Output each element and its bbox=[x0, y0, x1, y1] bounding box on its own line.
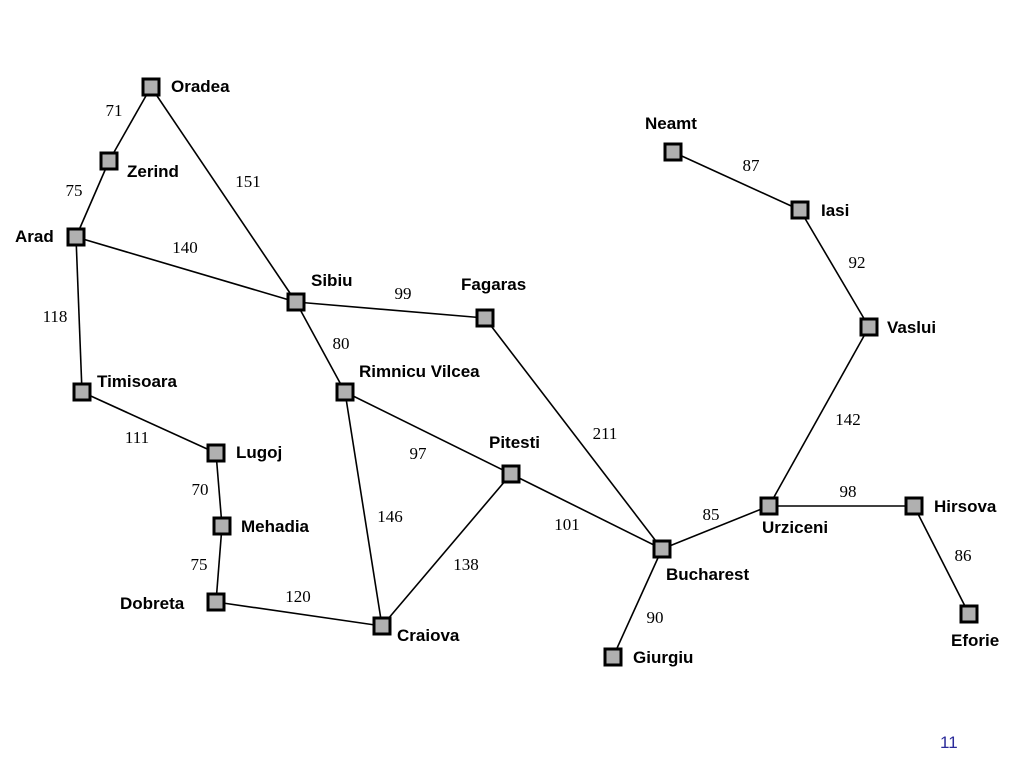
city-node-hirsova bbox=[904, 496, 924, 516]
city-label-sibiu: Sibiu bbox=[311, 271, 353, 290]
city-label-fagaras: Fagaras bbox=[461, 275, 526, 294]
road-hirsova-eforie bbox=[913, 505, 970, 615]
road-lugoj-mehadia bbox=[215, 452, 223, 527]
city-node-craiova bbox=[372, 616, 392, 636]
city-label-vaslui: Vaslui bbox=[887, 318, 936, 337]
road-arad-timisoara bbox=[75, 236, 83, 393]
city-node-giurgiu bbox=[603, 647, 623, 667]
distance-label-lugoj-mehadia: 70 bbox=[192, 480, 209, 499]
distance-label-urziceni-hirsova: 98 bbox=[840, 482, 857, 501]
distance-label-oradea-sibiu: 151 bbox=[235, 172, 261, 191]
road-bucharest-giurgiu bbox=[612, 548, 663, 658]
roads-layer bbox=[75, 86, 970, 658]
road-vaslui-iasi bbox=[799, 209, 870, 328]
distance-label-timisoara-lugoj: 111 bbox=[125, 428, 149, 447]
road-mehadia-dobreta bbox=[215, 525, 223, 603]
city-label-mehadia: Mehadia bbox=[241, 517, 310, 536]
city-label-dobreta: Dobreta bbox=[120, 594, 185, 613]
city-label-pitesti: Pitesti bbox=[489, 433, 540, 452]
road-zerind-arad bbox=[75, 160, 110, 238]
distance-label-hirsova-eforie: 86 bbox=[955, 546, 972, 565]
road-dobreta-craiova bbox=[215, 601, 383, 627]
city-node-rimnicu bbox=[335, 382, 355, 402]
city-node-dobreta bbox=[206, 592, 226, 612]
distance-label-zerind-arad: 75 bbox=[66, 181, 83, 200]
city-label-rimnicu: Rimnicu Vilcea bbox=[359, 362, 480, 381]
road-rimnicu-pitesti bbox=[344, 391, 512, 475]
road-arad-sibiu bbox=[75, 236, 297, 303]
city-label-craiova: Craiova bbox=[397, 626, 460, 645]
distance-label-arad-sibiu: 140 bbox=[172, 238, 198, 257]
road-pitesti-bucharest bbox=[510, 473, 663, 550]
city-label-iasi: Iasi bbox=[821, 201, 849, 220]
road-sibiu-fagaras bbox=[295, 301, 486, 319]
distance-label-bucharest-giurgiu: 90 bbox=[647, 608, 664, 627]
distance-label-vaslui-iasi: 92 bbox=[849, 253, 866, 272]
city-label-eforie: Eforie bbox=[951, 631, 999, 650]
road-fagaras-bucharest bbox=[484, 317, 663, 550]
city-nodes-layer bbox=[66, 77, 979, 667]
city-label-bucharest: Bucharest bbox=[666, 565, 749, 584]
city-node-eforie bbox=[959, 604, 979, 624]
city-node-oradea bbox=[141, 77, 161, 97]
city-label-oradea: Oradea bbox=[171, 77, 230, 96]
page-number: 11 bbox=[940, 733, 958, 752]
city-node-vaslui bbox=[859, 317, 879, 337]
city-node-timisoara bbox=[72, 382, 92, 402]
city-label-lugoj: Lugoj bbox=[236, 443, 282, 462]
distance-label-arad-timisoara: 118 bbox=[43, 307, 68, 326]
city-node-neamt bbox=[663, 142, 683, 162]
distance-label-dobreta-craiova: 120 bbox=[285, 587, 311, 606]
distance-label-bucharest-urziceni: 85 bbox=[703, 505, 720, 524]
city-label-hirsova: Hirsova bbox=[934, 497, 997, 516]
distance-label-craiova-pitesti: 138 bbox=[453, 555, 479, 574]
city-node-zerind bbox=[99, 151, 119, 171]
city-node-fagaras bbox=[475, 308, 495, 328]
city-node-iasi bbox=[790, 200, 810, 220]
city-label-timisoara: Timisoara bbox=[97, 372, 178, 391]
distance-label-pitesti-bucharest: 101 bbox=[554, 515, 580, 534]
road-oradea-sibiu bbox=[150, 86, 297, 303]
city-label-neamt: Neamt bbox=[645, 114, 697, 133]
distance-label-sibiu-fagaras: 99 bbox=[395, 284, 412, 303]
road-sibiu-rimnicu bbox=[295, 301, 346, 393]
road-craiova-pitesti bbox=[381, 473, 512, 627]
city-node-lugoj bbox=[206, 443, 226, 463]
distance-label-mehadia-dobreta: 75 bbox=[191, 555, 208, 574]
city-labels-layer: OradeaZerindAradTimisoaraLugojMehadiaDob… bbox=[15, 77, 999, 667]
road-rimnicu-craiova bbox=[344, 391, 383, 627]
city-node-bucharest bbox=[652, 539, 672, 559]
city-label-arad: Arad bbox=[15, 227, 54, 246]
distance-label-fagaras-bucharest: 211 bbox=[593, 424, 618, 443]
distance-labels-layer: 71 75 151 140 118 111 70 75 120 99 80 97 146 138 211 10… bbox=[43, 101, 972, 627]
road-timisoara-lugoj bbox=[81, 391, 217, 454]
road-urziceni-vaslui bbox=[768, 326, 870, 507]
road-oradea-zerind bbox=[108, 86, 152, 162]
city-node-urziceni bbox=[759, 496, 779, 516]
road-bucharest-urziceni bbox=[661, 505, 770, 550]
distance-label-rimnicu-craiova: 146 bbox=[377, 507, 403, 526]
city-node-pitesti bbox=[501, 464, 521, 484]
distance-label-urziceni-vaslui: 142 bbox=[835, 410, 861, 429]
city-label-zerind: Zerind bbox=[127, 162, 179, 181]
distance-label-sibiu-rimnicu: 80 bbox=[333, 334, 350, 353]
distance-label-rimnicu-pitesti: 97 bbox=[410, 444, 428, 463]
city-node-mehadia bbox=[212, 516, 232, 536]
road-iasi-neamt bbox=[672, 151, 801, 211]
distance-label-oradea-zerind: 71 bbox=[106, 101, 123, 120]
city-node-arad bbox=[66, 227, 86, 247]
city-label-giurgiu: Giurgiu bbox=[633, 648, 693, 667]
city-node-sibiu bbox=[286, 292, 306, 312]
distance-label-iasi-neamt: 87 bbox=[743, 156, 761, 175]
city-label-urziceni: Urziceni bbox=[762, 518, 828, 537]
